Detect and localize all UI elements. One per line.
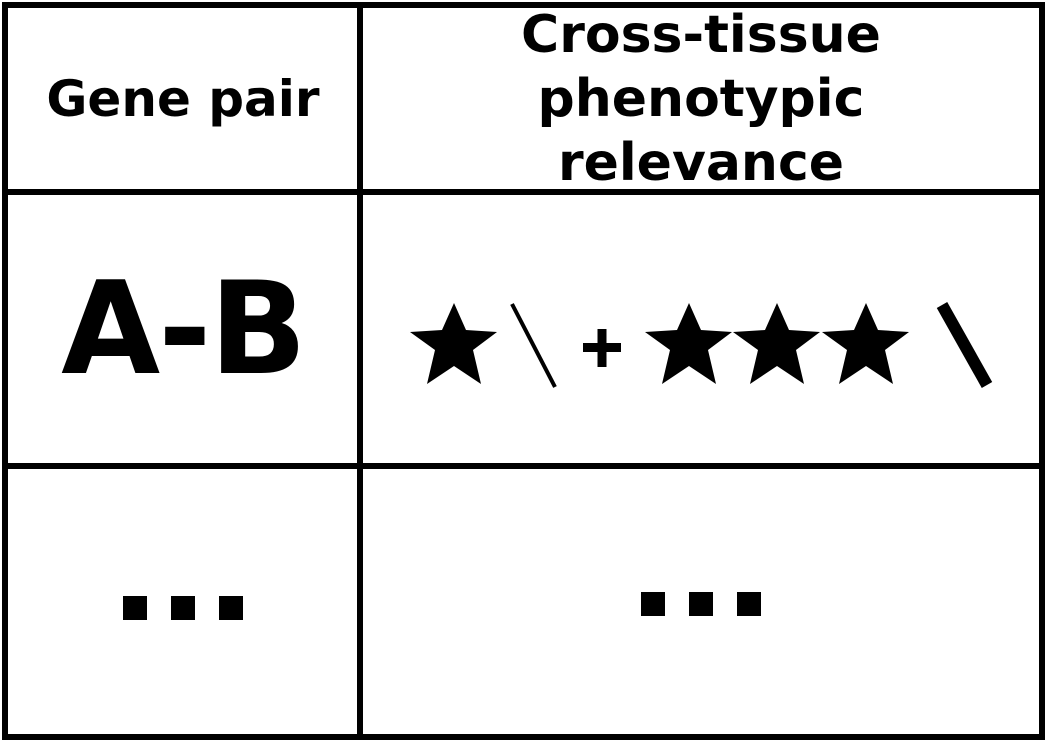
header-relevance: Cross-tissue phenotypic relevance: [362, 5, 1040, 193]
header-relevance-label: Cross-tissue phenotypic relevance: [521, 5, 881, 193]
dot: [737, 592, 761, 616]
dot: [171, 596, 195, 620]
gene-pair-value: A-B: [61, 254, 307, 404]
dot: [219, 596, 243, 620]
header-gene-pair: Gene pair: [46, 70, 320, 128]
dot: [689, 592, 713, 616]
star-icon: [822, 303, 909, 384]
ellipsis-dots: [629, 592, 773, 620]
star-icon: [410, 303, 497, 384]
ellipsis-dots: [111, 596, 255, 624]
dot: [641, 592, 665, 616]
backslash-thin-icon: [510, 303, 557, 388]
star-icon: [733, 303, 820, 384]
dot: [123, 596, 147, 620]
backslash-bold-icon: [936, 302, 993, 388]
plus-icon: [583, 329, 621, 367]
relevance-symbols: [410, 302, 993, 388]
star-icon: [645, 303, 732, 384]
relevance-ellipsis: ...: [362, 468, 1040, 736]
gene-pair-ellipsis: ...: [8, 468, 358, 736]
